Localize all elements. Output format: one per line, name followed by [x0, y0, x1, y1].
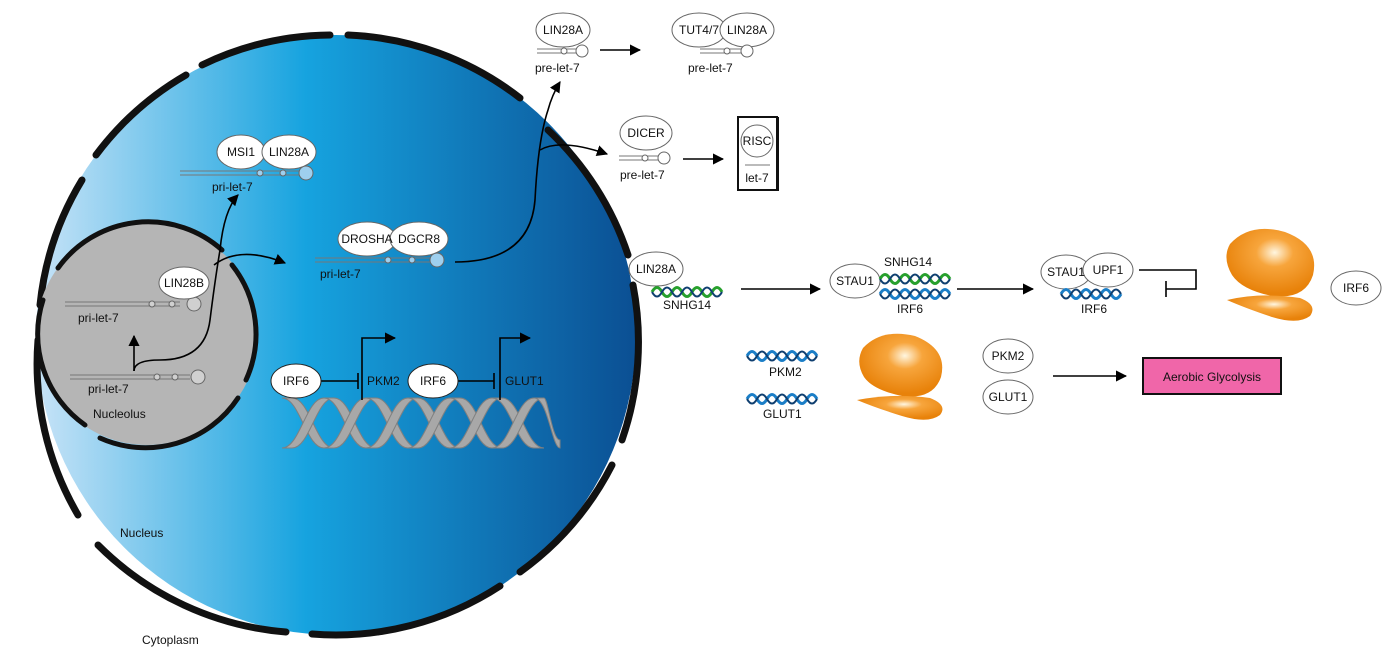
lin28a-cyto-label: LIN28A: [543, 23, 583, 37]
tut47-pre-let7-label: pre-let-7: [688, 61, 733, 75]
ribosome-pkm2-glut1: [857, 333, 943, 420]
irf6-mrna-label-2: IRF6: [1081, 302, 1107, 316]
irf6-repressor-2-label: IRF6: [420, 374, 446, 388]
stau1-label-2: STAU1: [1047, 265, 1085, 279]
dicer-pre-let7: DICER pre-let-7: [619, 115, 673, 182]
lin28b-pri-let7-complex: LIN28B pri-let-7: [65, 266, 210, 325]
dna-double-helix: [281, 397, 561, 449]
aerobic-glycolysis-box: Aerobic Glycolysis: [1142, 357, 1282, 395]
dgcr8-bubble: [389, 221, 449, 257]
msi1-pri-let7-label: pri-let-7: [212, 180, 253, 194]
dicer-label: DICER: [627, 126, 665, 140]
glut1-promoter: IRF6 GLUT1: [407, 332, 544, 400]
nucleus-label: Nucleus: [120, 526, 163, 540]
nuclear-envelope: [33, 31, 642, 639]
ribosome-irf6: IRF6: [1226, 228, 1382, 321]
lin28a-pre-let7-label: pre-let-7: [535, 61, 580, 75]
export-arrow-drosha: [213, 253, 287, 266]
glut1-protein-label: GLUT1: [989, 390, 1028, 404]
drosha-dgcr8-complex: DROSHA DGCR8 pri-let-7: [315, 221, 449, 281]
nucleolus-label: Nucleolus: [93, 407, 146, 421]
irf6-repressor-1-label: IRF6: [283, 374, 309, 388]
msi1-lin28a-complex: MSI1 LIN28A pri-let-7: [180, 134, 317, 194]
tut47-lin28a-complex: TUT4/7 LIN28A pre-let-7: [671, 12, 775, 75]
lin28b-bubble: [158, 266, 210, 300]
lin28a-pre-let7: LIN28A pre-let-7: [535, 12, 591, 75]
lin28a-nuc-label: LIN28A: [269, 145, 309, 159]
pkm2-glut1-proteins: PKM2 GLUT1: [982, 338, 1034, 415]
lin28b-label: LIN28B: [164, 276, 204, 290]
nucleolus: Nucleolus LIN28B pri-let-7 pri-let-7: [35, 219, 259, 451]
tut47-lin28a-label: LIN28A: [727, 23, 767, 37]
pkm2-glut1-mrna: PKM2 GLUT1: [745, 350, 819, 421]
pkm2-gene-label: PKM2: [367, 374, 400, 388]
export-arrow-tut: [454, 81, 561, 263]
export-arrow-msi1: [133, 194, 239, 372]
risc-label: RISC: [743, 134, 772, 148]
export-arrow-dicer: [539, 144, 609, 157]
pkm2-mrna-label: PKM2: [769, 365, 802, 379]
drosha-label: DROSHA: [341, 232, 392, 246]
pkm2-protein-label: PKM2: [992, 349, 1025, 363]
stau1-label-1: STAU1: [836, 274, 874, 288]
drosha-pri-let7-label: pri-let-7: [320, 267, 361, 281]
nucleolus-pri-let7-bottom-label: pri-let-7: [88, 382, 129, 396]
risc-bubble: [740, 124, 774, 158]
dicer-pre-let7-label: pre-let-7: [620, 168, 665, 182]
stau1-snhg14-irf6: STAU1 SNHG14 IRF6: [829, 255, 952, 316]
glut1-gene-label: GLUT1: [505, 374, 544, 388]
let7-label: let-7: [745, 171, 769, 185]
upf1-label: UPF1: [1093, 263, 1124, 277]
irf6-repressor-2: [407, 363, 459, 399]
stau1-upf1-irf6: STAU1 UPF1 IRF6: [1040, 252, 1134, 316]
irf6-mrna-label-1: IRF6: [897, 302, 923, 316]
msi1-label: MSI1: [227, 145, 255, 159]
snhg14-gene-label-1: SNHG14: [663, 298, 711, 312]
lin28a-snhg14-label: LIN28A: [636, 262, 676, 276]
snhg14-gene-label-2: SNHG14: [884, 255, 932, 269]
glut1-mrna-label: GLUT1: [763, 407, 802, 421]
tut47-label: TUT4/7: [679, 23, 719, 37]
nucleus: Nucleus: [33, 31, 642, 639]
dgcr8-label: DGCR8: [398, 232, 440, 246]
aerobic-glycolysis-label: Aerobic Glycolysis: [1163, 370, 1261, 384]
inhibit-translation: [1139, 269, 1197, 297]
irf6-repressor-1: [270, 363, 322, 399]
nucleolus-pri-let7-bottom: pri-let-7: [70, 369, 206, 396]
pkm2-promoter: IRF6 PKM2: [270, 332, 400, 400]
cytoplasm-label: Cytoplasm: [142, 633, 199, 647]
lin28a-nuc-bubble: [261, 134, 317, 170]
irf6-protein-label: IRF6: [1343, 281, 1369, 295]
lin28a-snhg14: LIN28A SNHG14: [628, 251, 724, 312]
nucleolus-pri-let7-top-label: pri-let-7: [78, 311, 119, 325]
risc-contents: RISC let-7: [737, 116, 778, 191]
